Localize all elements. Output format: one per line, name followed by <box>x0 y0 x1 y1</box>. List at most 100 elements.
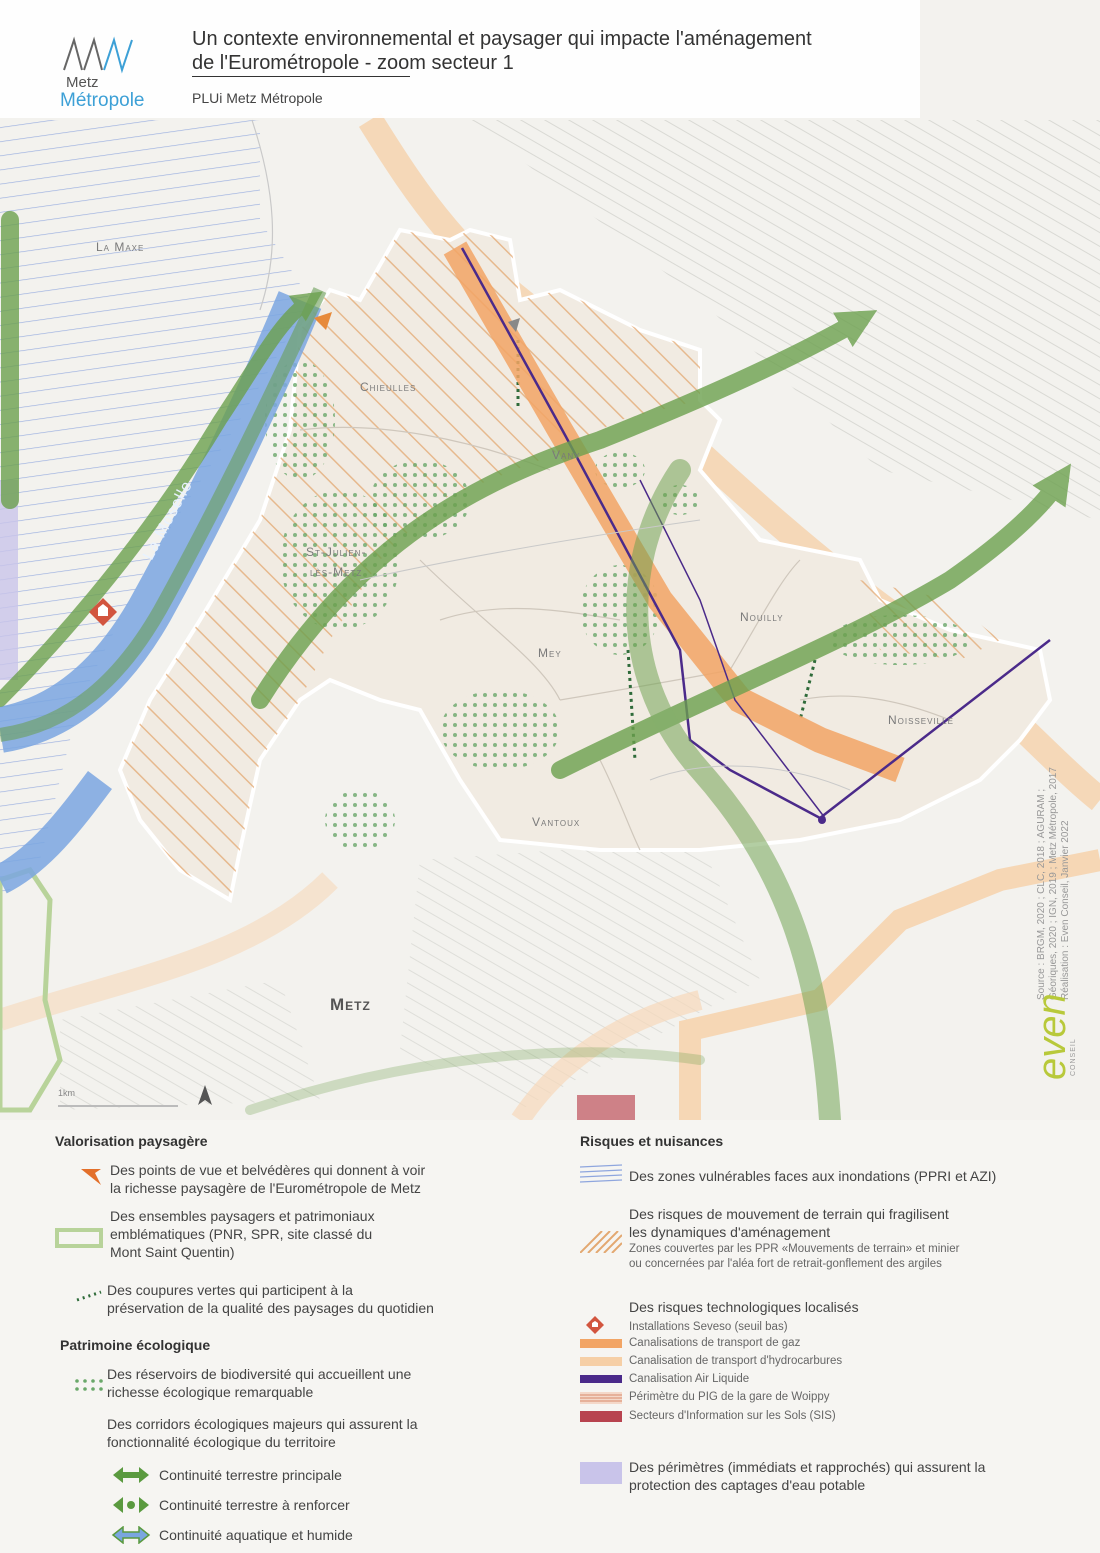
place-vantoux: Vantoux <box>532 815 581 829</box>
north-arrow-icon <box>198 1085 212 1105</box>
place-chieulles: Chieulles <box>360 380 417 394</box>
map-canvas[interactable] <box>0 0 1100 1120</box>
flood-swatch <box>580 1164 622 1183</box>
captage-perimeter <box>0 480 18 680</box>
hatch-zone-south <box>400 840 760 1110</box>
scale-label: 1km <box>58 1088 76 1098</box>
viewpoint-icon <box>81 1169 101 1185</box>
legend-reservoirs-line-2: richesse écologique remarquable <box>107 1384 314 1400</box>
legend-techno-heading: Des risques technologiques localisés <box>629 1299 859 1315</box>
legend-green-breaks-line-1: Des coupures vertes qui participent à la <box>107 1282 353 1298</box>
continuity-aquatic-icon <box>111 1526 151 1544</box>
header-panel: Metz Métropole Un contexte environnement… <box>0 0 920 118</box>
title-rule <box>192 76 410 77</box>
hydrocarbon-pipeline-3 <box>511 990 703 1120</box>
legend-hydrocarbon: Canalisation de transport d'hydrocarbure… <box>629 1355 843 1367</box>
place-nouilly: Nouilly <box>740 610 784 624</box>
legend-left: Valorisation paysagère Des points de vue… <box>55 1125 545 1553</box>
legend-terrain-line-1: Des risques de mouvement de terrain qui … <box>629 1206 949 1222</box>
legend-viewpoints: Des points de vue et belvédères qui donn… <box>110 1161 425 1197</box>
legend-landscape-ensembles: Des ensembles paysagers et patrimoniaux … <box>110 1207 375 1261</box>
hatch-zone-southwest <box>60 980 320 1110</box>
sis-swatch <box>580 1411 622 1422</box>
legend-landscape-line-1: Des ensembles paysagers et patrimoniaux <box>110 1208 375 1224</box>
source-credits: Source : BRGM, 2020 ; CLC, 2018 ; AGURAM… <box>1036 767 1072 1000</box>
reservoir-swatch <box>75 1379 103 1391</box>
air-liquide-swatch <box>580 1375 622 1383</box>
legend-reservoirs: Des réservoirs de biodiversité qui accue… <box>107 1365 411 1401</box>
green-break-swatch <box>76 1290 102 1302</box>
terrain-hatch-swatch <box>580 1231 622 1253</box>
legend-corridors-line-2: fonctionnalité écologique du territoire <box>107 1434 336 1450</box>
logo-mark-icon <box>63 36 133 74</box>
legend-viewpoints-line-1: Des points de vue et belvédères qui donn… <box>110 1162 426 1178</box>
logo-metz-text: Metz <box>66 74 99 91</box>
legend-terrain-risks: Des risques de mouvement de terrain qui … <box>629 1205 949 1241</box>
legend-heading-risques: Risques et nuisances <box>580 1133 724 1149</box>
legend-continuity-aquatic: Continuité aquatique et humide <box>159 1527 353 1543</box>
legend-seveso: Installations Seveso (seuil bas) <box>629 1321 788 1333</box>
legend-pig-woippy: Périmètre du PIG de la gare de Woippy <box>629 1391 830 1403</box>
moselle-river-south <box>0 770 112 894</box>
source-line-3: Réalisation : Even Conseil, Janvier 2022 <box>1060 820 1071 1000</box>
legend-captages-line-2: protection des captages d'eau potable <box>629 1477 866 1493</box>
legend-green-breaks: Des coupures vertes qui participent à la… <box>107 1281 434 1317</box>
legend-right: Risques et nuisances Des zones vulnérabl… <box>580 1125 1095 1553</box>
legend-corridors: Des corridors écologiques majeurs qui as… <box>107 1415 417 1451</box>
sis-sector <box>577 1095 635 1120</box>
scale-bar <box>58 1105 178 1107</box>
hatch-zone-northeast <box>470 120 1100 520</box>
legend-heading-valorisation: Valorisation paysagère <box>55 1133 208 1149</box>
map-title: Un contexte environnemental et paysager … <box>192 27 912 75</box>
gas-pipeline-swatch <box>580 1339 622 1348</box>
logo-metropole-text: Métropole <box>60 90 145 111</box>
legend-terrain-note-2: ou concernées par l'aléa fort de retrait… <box>629 1258 942 1270</box>
place-noisseville: Noisseville <box>888 713 954 727</box>
aquatic-continuity <box>0 287 327 742</box>
legend-continuity-reinforce: Continuité terrestre à renforcer <box>159 1497 350 1513</box>
legend-green-breaks-line-2: préservation de la qualité des paysages … <box>107 1300 434 1316</box>
legend-captages: Des périmètres (immédiats et rapprochés)… <box>629 1458 985 1494</box>
place-la-maxe: La Maxe <box>96 240 145 254</box>
legend-viewpoints-line-2: la richesse paysagère de l'Eurométropole… <box>110 1180 421 1196</box>
captage-swatch <box>580 1462 622 1484</box>
legend-captages-line-1: Des périmètres (immédiats et rapprochés)… <box>629 1459 986 1475</box>
roads <box>251 119 851 791</box>
legend-terrain-note-1: Zones couvertes par les PPR «Mouvements … <box>629 1243 960 1255</box>
legend-sis: Secteurs d'Information sur les Sols (SIS… <box>629 1410 836 1422</box>
hydrocarbon-swatch <box>580 1357 622 1366</box>
landscape-ensemble-swatch <box>55 1228 103 1248</box>
map-subtitle: PLUi Metz Métropole <box>192 90 323 106</box>
place-mey: Mey <box>538 646 562 660</box>
legend-landscape-line-2: emblématiques (PNR, SPR, site classé du <box>110 1226 373 1242</box>
legend-terrain-line-2: les dynamiques d'aménagement <box>629 1224 831 1240</box>
metz-metropole-logo: Metz Métropole <box>60 36 175 116</box>
legend-continuity-main: Continuité terrestre principale <box>159 1467 342 1483</box>
seveso-marker <box>89 598 117 626</box>
place-metz: Metz <box>330 995 371 1014</box>
legend-gas-pipeline: Canalisations de transport de gaz <box>629 1337 801 1349</box>
legend-air-liquide: Canalisation Air Liquide <box>629 1373 750 1385</box>
source-line-1: Source : BRGM, 2020 ; CLC, 2018 ; AGURAM… <box>1036 788 1047 1000</box>
continuity-reinforce-icon <box>113 1497 149 1513</box>
legend-corridors-line-1: Des corridors écologiques majeurs qui as… <box>107 1416 418 1432</box>
even-logo-sub: CONSEIL <box>1070 1038 1077 1076</box>
legend-reservoirs-line-1: Des réservoirs de biodiversité qui accue… <box>107 1366 412 1382</box>
hydrocarbon-pipeline-2 <box>679 849 1100 1120</box>
continuity-main-icon <box>113 1467 149 1483</box>
viewpoint-markers <box>314 312 520 332</box>
place-st-julien-1: St-Julien- <box>306 545 367 559</box>
title-line-1: Un contexte environnemental et paysager … <box>192 28 812 50</box>
ecological-corridors <box>0 211 1071 1120</box>
place-vany: Vany <box>552 448 581 462</box>
air-liquide-branch <box>639 479 826 819</box>
source-line-2: Géoriques, 2020 ; IGN, 2019 ; Metz Métro… <box>1048 767 1059 1000</box>
even-logo-text: even <box>1030 993 1074 1080</box>
air-liquide-node <box>818 816 826 824</box>
pig-swatch <box>580 1392 622 1404</box>
legend-terrain-note: Zones couvertes par les PPR «Mouvements … <box>629 1242 959 1272</box>
legend-landscape-line-3: Mont Saint Quentin) <box>110 1244 235 1260</box>
legend-heading-patrimoine: Patrimoine écologique <box>60 1337 211 1353</box>
title-line-2: de l'Eurométropole - zoom secteur 1 <box>192 52 514 74</box>
legend-flood-zones: Des zones vulnérables faces aux inondati… <box>629 1168 997 1184</box>
